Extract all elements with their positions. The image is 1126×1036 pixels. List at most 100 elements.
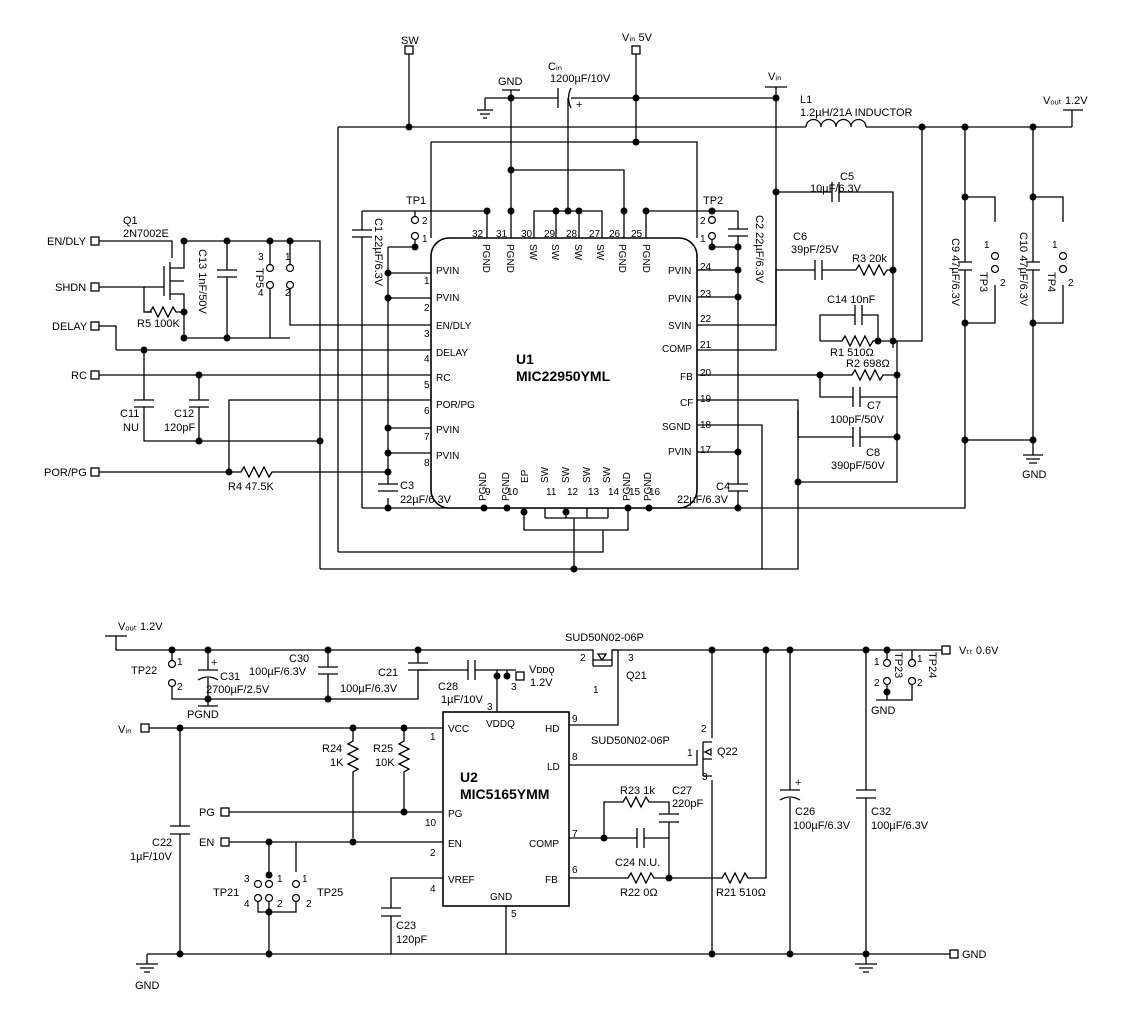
svg-text:PGND: PGND <box>643 472 654 501</box>
c12-label: C12 <box>174 408 194 420</box>
por-pg-port[interactable] <box>90 467 100 477</box>
svg-text:3: 3 <box>244 874 250 885</box>
u2-part: MIC5165YMM <box>460 786 549 802</box>
svg-text:DELAY: DELAY <box>436 348 468 359</box>
svg-text:FB: FB <box>680 372 693 383</box>
svg-text:23: 23 <box>700 289 712 300</box>
r24-value: 1K <box>330 757 344 769</box>
svg-text:GND: GND <box>490 892 512 903</box>
c22-label: C22 <box>152 837 172 849</box>
svg-text:13: 13 <box>588 487 600 498</box>
vout-top-label: Vₒᵤₜ 1.2V <box>1043 95 1088 107</box>
r22-label: R22 0Ω <box>620 887 658 899</box>
sw-port[interactable] <box>404 45 414 55</box>
pg-port[interactable] <box>220 807 230 817</box>
c6-label: C6 <box>793 231 807 243</box>
vddq-label: Vᴅᴅǫ <box>529 664 555 676</box>
svg-text:+: + <box>211 657 217 669</box>
rc-port[interactable] <box>90 370 100 380</box>
tp4-label: TP4 <box>1045 272 1057 292</box>
gnd-tp23-label: GND <box>871 705 896 717</box>
gnd-br-port[interactable] <box>949 949 959 959</box>
c27-value: 220pF <box>672 798 703 810</box>
c27-label: C27 <box>672 785 692 797</box>
vddq-port[interactable] <box>515 671 525 681</box>
svg-text:PVIN: PVIN <box>668 294 691 305</box>
svg-text:1: 1 <box>687 748 693 759</box>
svg-text:RC: RC <box>436 373 450 384</box>
svg-text:SW: SW <box>594 244 605 261</box>
delay-label: DELAY <box>52 321 88 333</box>
c8-label: C8 <box>866 447 880 459</box>
q21-label: Q21 <box>626 670 647 682</box>
u1-circuit: L1 1.2µH/21A INDUCTOR SW Vᵢₙ 5V GND + Cᵢ… <box>44 32 1088 573</box>
vin-bottom-port[interactable] <box>140 723 150 733</box>
vin-5v-label: Vᵢₙ 5V <box>622 32 653 44</box>
rc-label: RC <box>71 370 87 382</box>
svg-text:EN/DLY: EN/DLY <box>436 321 472 332</box>
c31-label: C31 <box>220 671 240 683</box>
svg-text:1: 1 <box>874 657 880 668</box>
c9-label: C9 47µF/6.3V <box>949 238 961 307</box>
svg-text:20: 20 <box>700 368 712 379</box>
svg-text:HD: HD <box>545 724 559 735</box>
svg-text:3: 3 <box>258 252 264 263</box>
svg-text:COMP: COMP <box>662 344 692 355</box>
svg-text:CF: CF <box>680 398 693 409</box>
svg-text:4: 4 <box>244 899 250 910</box>
c24-label: C24 N.U. <box>615 857 660 869</box>
gnd-br-label: GND <box>962 949 987 961</box>
c4-value: 22µF/6.3V <box>677 494 729 506</box>
svg-text:5: 5 <box>511 909 517 920</box>
c1-label: C1 22µF/6.3V <box>372 218 384 287</box>
c28-label: C28 <box>438 681 458 693</box>
svg-text:SW: SW <box>602 466 613 483</box>
svg-text:22: 22 <box>700 314 712 325</box>
ground-symbol-top <box>477 98 493 119</box>
r25-value: 10K <box>375 757 395 769</box>
c11-label: C11 <box>120 408 139 420</box>
svg-text:PGND: PGND <box>504 244 515 273</box>
svg-text:SW: SW <box>561 466 572 483</box>
svg-text:1: 1 <box>277 874 283 885</box>
shdn-port[interactable] <box>90 282 100 292</box>
ground-symbol-right <box>1023 454 1043 464</box>
r21-label: R21 510Ω <box>716 887 766 899</box>
vin-top-label: Vᵢₙ <box>768 71 781 83</box>
svg-text:SW: SW <box>527 244 538 261</box>
r2-label: R2 698Ω <box>846 358 890 370</box>
c32-label: C32 <box>871 806 891 818</box>
delay-port[interactable] <box>90 321 100 331</box>
c26-label: C26 <box>795 806 815 818</box>
tp1-label: TP1 <box>406 195 426 207</box>
en-port[interactable] <box>220 837 230 847</box>
svg-text:2: 2 <box>177 682 183 693</box>
c31-value: 2700µF/2.5V <box>206 684 270 696</box>
en-dly-port[interactable] <box>90 236 100 246</box>
c26-value: 100µF/6.3V <box>793 820 851 832</box>
svg-text:3: 3 <box>511 682 517 693</box>
tp2-label: TP2 <box>703 195 723 207</box>
c4-label: C4 <box>716 481 730 493</box>
vtt-port[interactable] <box>941 645 951 655</box>
u2-ref: U2 <box>460 769 478 785</box>
tp5-label: TP5 <box>253 268 265 288</box>
svg-text:SVIN: SVIN <box>668 321 691 332</box>
shdn-label: SHDN <box>55 282 86 294</box>
vin-bottom-label: Vᵢₙ <box>118 724 131 736</box>
c23-value: 120pF <box>396 934 427 946</box>
svg-text:4: 4 <box>430 884 436 895</box>
u1-ref: U1 <box>516 351 534 367</box>
vtt-label: Vₜₜ 0.6V <box>959 645 999 657</box>
svg-text:10: 10 <box>507 487 519 498</box>
svg-text:17: 17 <box>700 445 712 456</box>
c30-label: C30 <box>289 653 309 665</box>
svg-text:1: 1 <box>285 252 291 263</box>
r25-label: R25 <box>373 743 393 755</box>
svg-text:PVIN: PVIN <box>436 451 459 462</box>
r5-label: R5 100K <box>137 318 180 330</box>
svg-text:PVIN: PVIN <box>436 266 459 277</box>
c21-label: C21 <box>378 667 398 679</box>
svg-text:2: 2 <box>285 288 291 299</box>
vin-5v-port[interactable] <box>631 45 641 55</box>
